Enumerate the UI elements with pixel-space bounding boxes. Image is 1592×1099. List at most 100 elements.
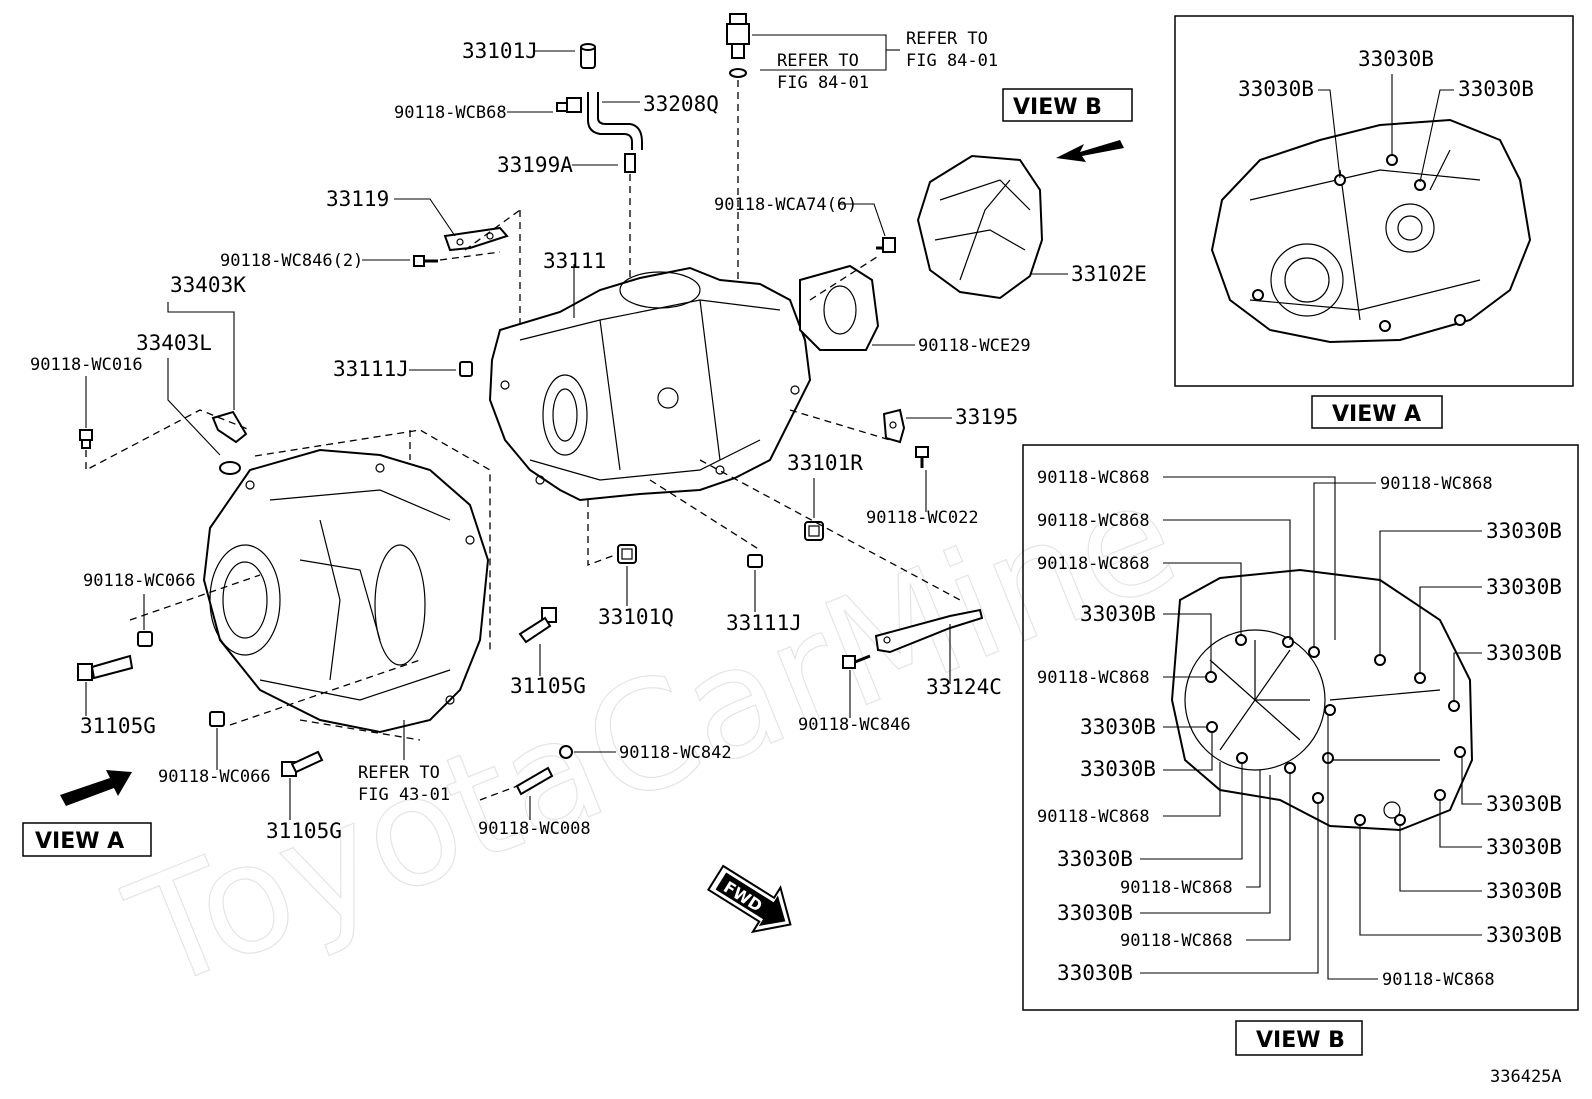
label-33101Q[interactable]: 33101Q [598,605,674,629]
part-33195-bracket [882,408,906,444]
inset-b-left-label-5[interactable]: 90118-WC868 [1037,668,1150,688]
label-90118-WCA74-6[interactable]: 90118-WCA74(6) [714,195,857,215]
view-b-inset-label[interactable]: VIEW B [1256,1028,1345,1053]
inset-b-right-label-1[interactable]: 90118-WC868 [1380,474,1493,494]
inset-b-right-label-4[interactable]: 33030B [1486,641,1562,665]
part-pin-wc066-b [209,711,225,727]
view-a-arrow-icon [60,770,132,806]
part-stud-wc008 [515,766,554,796]
part-33403K-plug [211,410,248,475]
part-case-plate [799,264,880,351]
diagram-code: 336425A [1490,1067,1562,1087]
inset-b-right-label-9[interactable]: 90118-WC868 [1382,970,1495,990]
label-33102E[interactable]: 33102E [1071,262,1147,286]
part-33102E-cover [916,154,1044,300]
part-sensor-illustration [726,13,750,78]
inset-b-left-label-13[interactable]: 33030B [1057,961,1133,985]
inset-b-left-label-2[interactable]: 90118-WC868 [1037,511,1150,531]
part-33101R-plug [804,521,824,541]
inset-b-left-label-9[interactable]: 33030B [1057,847,1133,871]
label-33111J-b[interactable]: 33111J [726,611,802,635]
inset-b-right-label-6[interactable]: 33030B [1486,835,1562,859]
inset-b-right-label-3[interactable]: 33030B [1486,575,1562,599]
part-bolt-31105G-b [518,607,557,644]
label-33403K[interactable]: 33403K [170,273,246,297]
fwd-arrow-icon: FWD [706,864,792,934]
inset-a-label-3[interactable]: 33030B [1458,77,1534,101]
inset-b-left-label-7[interactable]: 33030B [1080,757,1156,781]
part-33111J-pin-b [747,554,763,568]
part-bolt-31105G-a [77,654,134,681]
inset-b-left-label-4[interactable]: 33030B [1080,602,1156,626]
inset-b-right-label-5[interactable]: 33030B [1486,792,1562,816]
inset-b-left-label-3[interactable]: 90118-WC868 [1037,554,1150,574]
label-90118-WC066-a[interactable]: 90118-WC066 [83,571,196,591]
label-90118-WC008[interactable]: 90118-WC008 [478,819,591,839]
inset-view-a-housing [1210,118,1532,344]
view-a-inset-label[interactable]: VIEW A [1332,402,1421,427]
view-a-inset-box [1311,395,1443,429]
label-33199A[interactable]: 33199A [497,153,573,177]
inset-b-right-label-2[interactable]: 33030B [1486,519,1562,543]
label-33403L[interactable]: 33403L [136,331,212,355]
view-a-main-box [22,822,152,857]
label-90118-WC022[interactable]: 90118-WC022 [866,508,979,528]
part-bolt-wc846 [842,654,871,669]
inset-b-left-label-11[interactable]: 33030B [1057,901,1133,925]
inset-b-left-label-1[interactable]: 90118-WC868 [1037,468,1150,488]
inset-a-label-1[interactable]: 33030B [1238,77,1314,101]
part-33101Q-plug [617,544,637,564]
part-33199A-illustration [624,153,636,173]
view-a-main-label[interactable]: VIEW A [35,829,124,854]
part-33111J-pin-a [459,361,473,377]
label-90118-WC846-2[interactable]: 90118-WC846(2) [220,251,363,271]
inset-b-left-label-8[interactable]: 90118-WC868 [1037,807,1150,827]
label-33119[interactable]: 33119 [326,187,389,211]
inset-b-right-label-7[interactable]: 33030B [1486,879,1562,903]
inset-b-left-label-6[interactable]: 33030B [1080,715,1156,739]
inset-view-b-housing [1170,568,1474,832]
part-bolt-wca74 [876,237,896,253]
part-bolt-wc016 [79,429,93,449]
refer-note-84-01-b-line1: REFER TO [777,51,859,71]
label-33111[interactable]: 33111 [543,249,606,273]
label-90118-WC066-b[interactable]: 90118-WC066 [158,767,271,787]
label-90118-WC016[interactable]: 90118-WC016 [30,355,143,375]
label-90118-WC842[interactable]: 90118-WC842 [619,743,732,763]
refer-note-43-01-line1: REFER TO [358,763,440,783]
inset-b-left-label-10[interactable]: 90118-WC868 [1120,878,1233,898]
label-33101R[interactable]: 33101R [787,451,863,475]
label-33195[interactable]: 33195 [955,405,1018,429]
inset-b-left-label-12[interactable]: 90118-WC868 [1120,931,1233,951]
part-bolt-wc022 [915,446,929,468]
part-nut-wc842 [559,745,573,759]
inset-b-right-label-8[interactable]: 33030B [1486,923,1562,947]
part-clutch-housing [202,448,490,734]
part-33111-transaxle-case [488,266,812,502]
part-33101J-illustration [580,43,596,69]
refer-note-84-01-b-line2: FIG 84-01 [777,73,869,93]
part-pin-wc066-a [137,631,153,647]
part-bolt-wc846-2 [413,255,438,267]
label-90118-WC846[interactable]: 90118-WC846 [798,715,911,735]
part-bolt-31105G-c [281,750,324,777]
label-90118-WCE29[interactable]: 90118-WCE29 [918,336,1031,356]
label-33111J-a[interactable]: 33111J [333,357,409,381]
refer-note-84-01-a-line1: REFER TO [906,29,988,49]
label-31105G-a[interactable]: 31105G [80,714,156,738]
label-31105G-c[interactable]: 31105G [266,819,342,843]
view-b-main-label[interactable]: VIEW B [1013,95,1102,120]
label-31105G-b[interactable]: 31105G [510,674,586,698]
refer-note-84-01-a-line2: FIG 84-01 [906,51,998,71]
inset-a-label-2[interactable]: 33030B [1358,47,1434,71]
inset-view-a-frame [1174,15,1574,387]
label-90118-WCB68[interactable]: 90118-WCB68 [394,103,507,123]
refer-note-43-01-line2: FIG 43-01 [358,785,450,805]
label-33208Q[interactable]: 33208Q [643,92,719,116]
label-33101J[interactable]: 33101J [462,39,538,63]
view-b-inset-box [1235,1020,1363,1056]
inset-view-b-frame [1022,444,1579,1011]
part-33208Q-hose [556,92,643,150]
label-33124C[interactable]: 33124C [926,675,1002,699]
